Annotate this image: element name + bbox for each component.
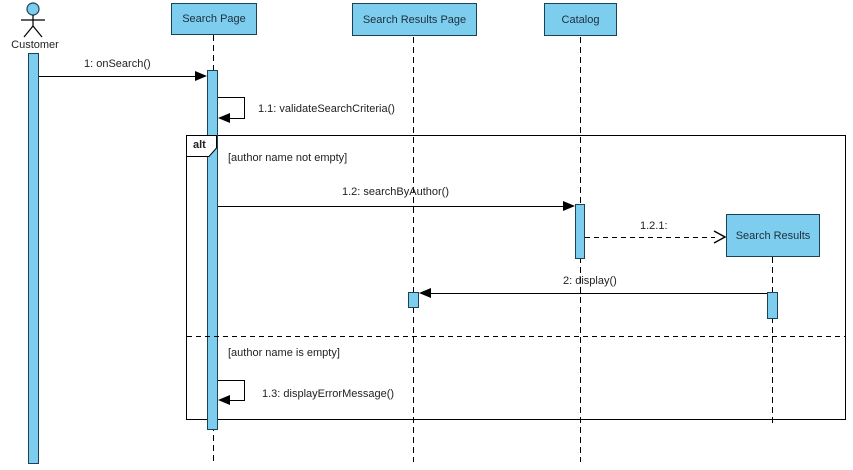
lifeline-head-search-results-page[interactable]: Search Results Page [352, 3, 477, 36]
lifeline-head-search-results-label: Search Results [735, 229, 811, 242]
message-display-error-line-top[interactable] [218, 380, 244, 381]
guard-author-not-empty: [author name not empty] [228, 152, 348, 164]
alt-fragment-divider [187, 336, 845, 337]
lifeline-head-catalog[interactable]: Catalog [544, 3, 617, 36]
lifeline-search-results [772, 257, 773, 425]
message-validate-line-right [244, 97, 245, 119]
lifeline-search-results-page [413, 37, 414, 462]
message-validate-line-bottom [229, 118, 244, 119]
activation-search-results[interactable] [767, 292, 778, 319]
open-arrowhead-icon [713, 230, 727, 244]
lifeline-head-search-page-label: Search Page [182, 13, 246, 25]
message-search-by-author-line[interactable] [218, 206, 564, 207]
actor-icon[interactable] [15, 1, 51, 38]
alt-fragment[interactable] [186, 135, 846, 420]
arrowhead-left-icon [218, 395, 230, 405]
lifeline-head-search-results[interactable]: Search Results [726, 214, 820, 257]
lifeline-head-search-results-page-label: Search Results Page [362, 13, 467, 26]
message-display-line[interactable] [430, 293, 767, 294]
lifeline-head-search-page[interactable]: Search Page [171, 3, 257, 35]
message-on-search-line[interactable] [39, 76, 196, 77]
message-validate-line-top[interactable] [218, 97, 244, 98]
activation-catalog[interactable] [575, 204, 585, 259]
activation-search-results-page[interactable] [408, 292, 419, 308]
lifeline-head-catalog-label: Catalog [561, 13, 600, 26]
message-create-results-line[interactable] [585, 237, 715, 238]
arrowhead-right-icon [563, 201, 575, 211]
message-display-error-label: 1.3: displayErrorMessage() [262, 388, 395, 400]
guard-author-empty: [author name is empty] [228, 347, 340, 359]
arrowhead-right-icon [195, 71, 207, 81]
message-search-by-author-label: 1.2: searchByAuthor() [342, 186, 449, 198]
alt-fragment-operator-shape [186, 135, 217, 157]
alt-fragment-operator-label: alt [193, 139, 206, 151]
arrowhead-left-icon [419, 288, 431, 298]
message-display-error-line-bottom [229, 400, 244, 401]
actor-label: Customer [11, 39, 59, 51]
message-on-search-label: 1: onSearch() [84, 58, 151, 70]
message-display-label: 2: display() [563, 275, 617, 287]
message-validate-label: 1.1: validateSearchCriteria() [258, 103, 395, 115]
activation-search-page[interactable] [207, 70, 218, 430]
activation-customer[interactable] [28, 53, 39, 464]
message-create-results-label: 1.2.1: [640, 220, 668, 232]
message-display-error-line-right [244, 380, 245, 401]
arrowhead-left-icon [218, 113, 230, 123]
